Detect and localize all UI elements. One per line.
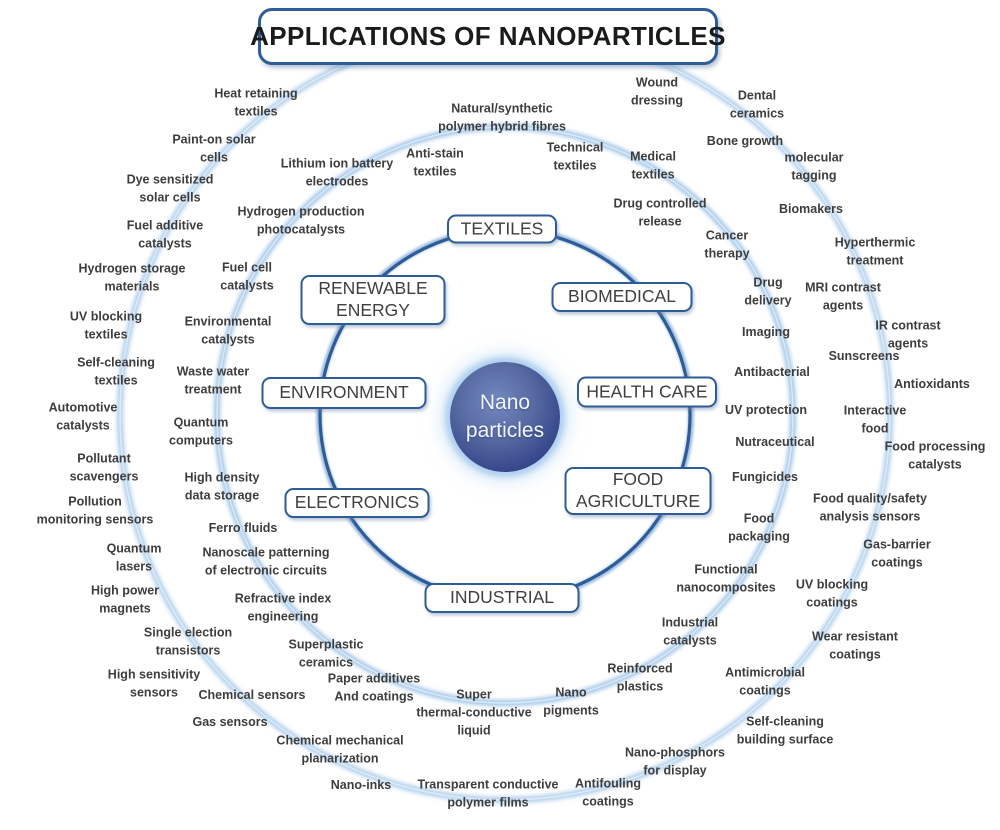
label-environmental-catalysts: Environmental catalysts: [184, 314, 272, 346]
label-ferro-fluids: Ferro fluids: [208, 521, 278, 536]
category-health-care: HEALTH CARE: [577, 376, 717, 408]
label-functional-nanocomposites: Functional nanocomposites: [676, 562, 776, 594]
label-lithium-ion-battery-electrodes: Lithium ion battery electrodes: [280, 156, 394, 188]
label-nanoscale-patterning-of-electronic-circuits: Nanoscale patterning of electronic circu…: [202, 545, 330, 577]
label-ir-contrast-agents: IR contrast agents: [875, 318, 941, 350]
label-industrial-catalysts: Industrial catalysts: [661, 615, 719, 647]
label-single-election-transistors: Single election transistors: [143, 625, 233, 657]
label-antimicrobial-coatings: Antimicrobial coatings: [725, 665, 805, 697]
label-high-density-data-storage: High density data storage: [184, 470, 260, 502]
label-medical-textiles: Medical textiles: [630, 149, 676, 181]
label-superplastic-ceramics: Superplastic ceramics: [288, 637, 364, 669]
label-self-cleaning-textiles: Self-cleaning textiles: [77, 355, 155, 387]
category-biomedical: BIOMEDICAL: [551, 282, 693, 312]
label-fungicides: Fungicides: [732, 470, 798, 485]
label-refractive-index-engineering: Refractive index engineering: [234, 591, 332, 623]
label-cancer-therapy: Cancer therapy: [704, 228, 750, 260]
label-dye-sensitized-solar-cells: Dye sensitized solar cells: [126, 172, 214, 204]
label-bone-growth: Bone growth: [706, 134, 784, 149]
label-chemical-sensors: Chemical sensors: [198, 688, 306, 703]
label-heat-retaining-textiles: Heat retaining textiles: [214, 86, 298, 118]
label-pollutant-scavengers: Pollutant scavengers: [69, 451, 139, 483]
label-nutraceutical: Nutraceutical: [735, 435, 815, 450]
label-nano-inks: Nano-inks: [330, 778, 392, 793]
label-wear-resistant-coatings: Wear resistant coatings: [812, 629, 898, 661]
middle-ring: [216, 126, 794, 704]
label-automotive-catalysts: Automotive catalysts: [48, 400, 118, 432]
label-antifouling-coatings: Antifouling coatings: [575, 776, 641, 808]
label-paint-on-solar-cells: Paint-on solar cells: [172, 132, 256, 164]
category-industrial: INDUSTRIAL: [424, 583, 580, 613]
label-paper-additives-and-coatings: Paper additives And coatings: [327, 671, 421, 703]
label-gas-barrier-coatings: Gas-barrier coatings: [863, 537, 931, 569]
diagram-title: APPLICATIONS OF NANOPARTICLES: [250, 8, 725, 65]
label-super-thermal-conductive-liquid: Super thermal-conductive liquid: [416, 687, 532, 737]
label-chemical-mechanical-planarization: Chemical mechanical planarization: [276, 733, 404, 765]
center-node: Nano particles: [450, 362, 560, 472]
label-hydrogen-production-photocatalysts: Hydrogen production photocatalysts: [237, 204, 365, 236]
label-uv-blocking-textiles: UV blocking textiles: [69, 309, 143, 341]
label-food-processing-catalysts: Food processing catalysts: [884, 439, 986, 471]
label-hyperthermic-treatment: Hyperthermic treatment: [834, 235, 916, 267]
label-gas-sensors: Gas sensors: [192, 715, 268, 730]
label-fuel-additive-catalysts: Fuel additive catalysts: [126, 218, 204, 250]
label-sunscreens: Sunscreens: [828, 349, 900, 364]
label-natural-synthetic-polymer-hybrid-fibres: Natural/synthetic polymer hybrid fibres: [438, 101, 566, 133]
label-waste-water-treatment: Waste water treatment: [176, 364, 250, 396]
label-self-cleaning-building-surface: Self-cleaning building surface: [736, 714, 834, 746]
category-electronics: ELECTRONICS: [284, 488, 430, 518]
label-pollution-monitoring-sensors: Pollution monitoring sensors: [36, 494, 154, 526]
label-anti-stain-textiles: Anti-stain textiles: [406, 146, 464, 178]
label-hydrogen-storage-materials: Hydrogen storage materials: [78, 261, 186, 293]
label-uv-protection: UV protection: [725, 403, 807, 418]
label-imaging: Imaging: [742, 325, 790, 340]
label-biomakers: Biomakers: [779, 202, 843, 217]
category-environment: ENVIRONMENT: [261, 377, 427, 409]
label-interactive-food: Interactive food: [843, 403, 907, 435]
label-fuel-cell-catalysts: Fuel cell catalysts: [220, 260, 274, 292]
center-node-label: Nano particles: [465, 391, 545, 442]
category-renewable-energy: RENEWABLE ENERGY: [300, 275, 446, 325]
category-food-agriculture: FOOD AGRICULTURE: [564, 467, 712, 515]
label-food-packaging: Food packaging: [728, 511, 790, 543]
label-food-quality-safety-analysis-sensors: Food quality/safety analysis sensors: [813, 491, 927, 523]
label-uv-blocking-coatings: UV blocking coatings: [795, 577, 869, 609]
label-wound-dressing: Wound dressing: [630, 75, 684, 107]
category-textiles: TEXTILES: [447, 214, 557, 244]
label-drug-controlled-release: Drug controlled release: [613, 196, 707, 228]
label-reinforced-plastics: Reinforced plastics: [607, 661, 673, 693]
label-antibacterial: Antibacterial: [734, 365, 810, 380]
label-mri-contrast-agents: MRI contrast agents: [805, 280, 881, 312]
diagram-title-text: APPLICATIONS OF NANOPARTICLES: [250, 21, 726, 51]
label-nano-phosphors-for-display: Nano-phosphors for display: [625, 745, 725, 777]
label-molecular-tagging: molecular tagging: [784, 150, 844, 182]
label-drug-delivery: Drug delivery: [744, 275, 792, 307]
label-quantum-computers: Quantum computers: [169, 415, 233, 447]
label-antioxidants: Antioxidants: [894, 377, 970, 392]
label-dental-ceramics: Dental ceramics: [729, 88, 785, 120]
label-transparent-conductive-polymer-films: Transparent conductive polymer films: [417, 777, 559, 809]
label-nano-pigments: Nano pigments: [543, 685, 599, 717]
label-technical-textiles: Technical textiles: [546, 140, 604, 172]
label-high-sensitivity-sensors: High sensitivity sensors: [107, 667, 201, 699]
label-quantum-lasers: Quantum lasers: [106, 541, 162, 573]
label-high-power-magnets: High power magnets: [90, 583, 160, 615]
